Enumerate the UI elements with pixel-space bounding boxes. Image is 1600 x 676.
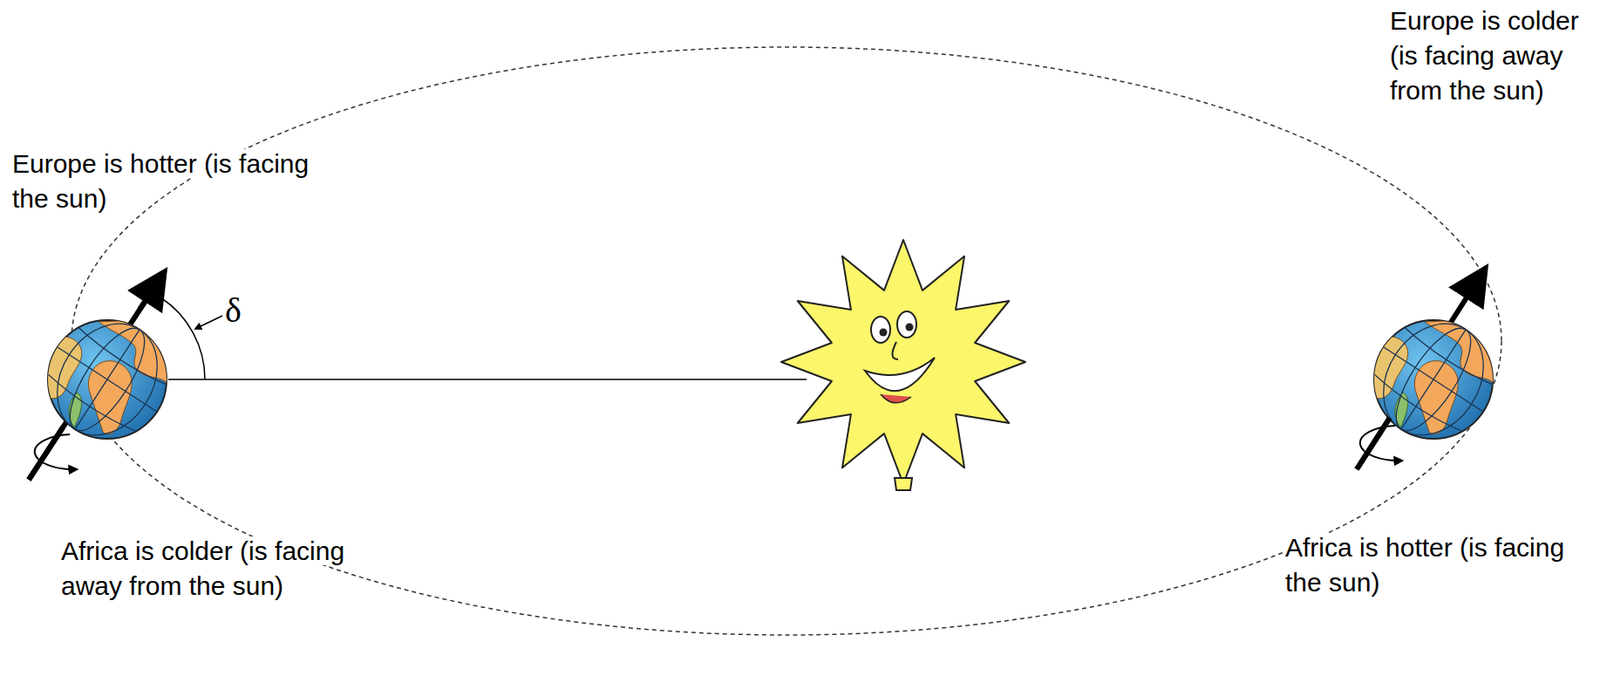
season-note-box: Europe is colder (is facing away from th… bbox=[1389, 3, 1593, 109]
season-note-box: Europe is hotter (is facing the sun) bbox=[12, 146, 353, 217]
angle-symbol-box: δ bbox=[224, 291, 260, 330]
season-note: Europe is colder (is facing away from th… bbox=[1389, 6, 1580, 105]
season-note-box: Africa is hotter (is facing the sun) bbox=[1285, 530, 1591, 600]
season-note: Europe is hotter (is facing the sun) bbox=[12, 149, 309, 213]
angle-symbol: δ bbox=[224, 290, 242, 330]
season-note: Africa is colder (is facing away from th… bbox=[61, 536, 345, 600]
season-note: Africa is hotter (is facing the sun) bbox=[1285, 532, 1565, 597]
season-note-box: Africa is colder (is facing away from th… bbox=[61, 533, 384, 604]
